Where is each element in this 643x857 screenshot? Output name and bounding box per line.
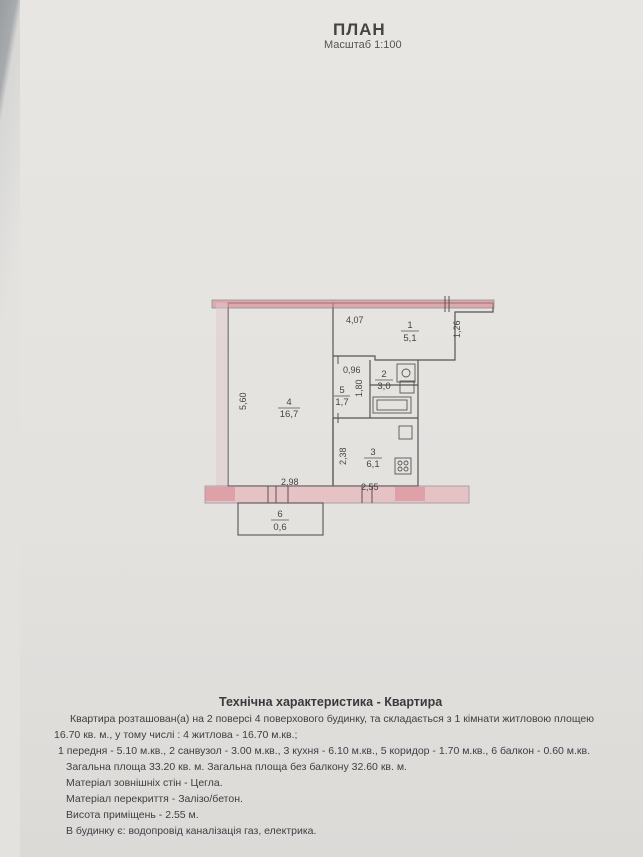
description-line: Матеріал зовнішніх стін - Цегла.	[66, 777, 223, 789]
description-title: Технічна характеристика - Квартира	[219, 695, 443, 709]
room-6-num: 6	[277, 509, 282, 520]
dim-kitchen: 2,38	[338, 447, 348, 465]
room-3-area: 6,1	[366, 459, 379, 470]
dim-top: 4,07	[346, 315, 364, 325]
description-line: Квартира розташован(а) на 2 поверсі 4 по…	[70, 713, 595, 725]
description-line: В будинку є: водопровід каналізація газ,…	[66, 825, 317, 837]
page-title: ПЛАН	[333, 20, 386, 39]
room-5-num: 5	[339, 385, 344, 396]
room-4-num: 4	[286, 397, 291, 408]
room-5-area: 1,7	[335, 397, 348, 408]
dim-bottom-kitchen: 2,55	[361, 482, 379, 492]
room-4-area: 16,7	[280, 409, 299, 420]
dim-bottom-room: 2,98	[281, 477, 299, 487]
description-line: 1 передня - 5.10 м.кв., 2 санвузол - 3.0…	[58, 745, 591, 757]
stove-icon	[394, 457, 412, 475]
dim-corridor: 0,96	[343, 365, 361, 375]
sink-icon	[398, 425, 413, 440]
scale-label: Масштаб 1:100	[324, 39, 402, 51]
room-6-area: 0,6	[273, 522, 286, 533]
description-line: 16.70 кв. м., у тому числі : 4 житлова -…	[54, 729, 298, 741]
bathtub-icon	[372, 396, 412, 414]
room-2-num: 2	[381, 369, 386, 380]
room-1-num: 1	[407, 320, 412, 331]
description-line: Висота приміщень - 2.55 м.	[66, 809, 199, 821]
description-line: Загальна площа 33.20 кв. м. Загальна пло…	[66, 761, 407, 773]
room-1-area: 5,1	[403, 333, 416, 344]
dim-right: 1,26	[452, 320, 462, 338]
toilet-icon	[396, 363, 416, 383]
balcony-outline	[237, 502, 324, 536]
dim-corridor-height: 1,80	[354, 379, 364, 397]
document-sheet	[20, 0, 643, 857]
room-3-num: 3	[370, 447, 375, 458]
description-line: Матеріал перекриття - Залізо/бетон.	[66, 793, 243, 805]
dim-left: 5,60	[238, 392, 248, 410]
room-2-area: 3,0	[377, 381, 390, 392]
